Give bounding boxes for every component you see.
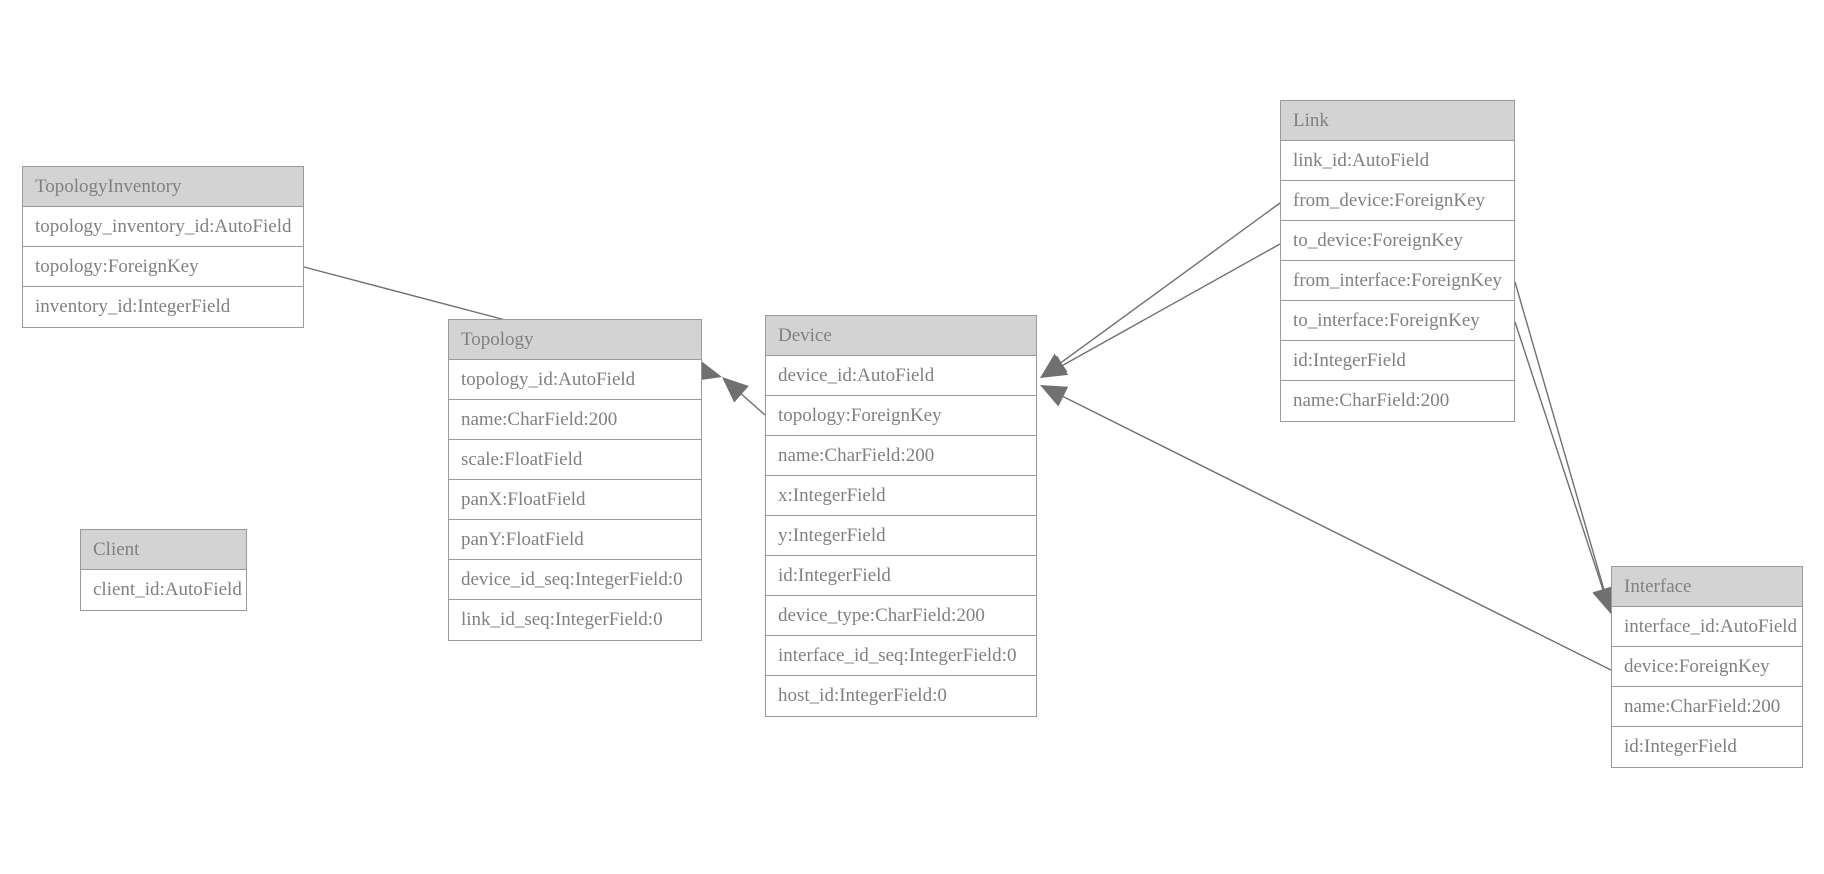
- entity-field: interface_id_seq:IntegerField:0: [766, 636, 1036, 676]
- rel-link-from-device: [1054, 202, 1281, 368]
- entity-field: device_id_seq:IntegerField:0: [449, 560, 701, 600]
- entity-field: client_id:AutoField: [81, 570, 246, 610]
- rel-device-topology-arrowhead: [722, 377, 749, 403]
- rel-interface-device: [1056, 392, 1612, 671]
- entity-field: id:IntegerField: [1281, 341, 1514, 381]
- entity-field: x:IntegerField: [766, 476, 1036, 516]
- entity-field: topology:ForeignKey: [23, 247, 303, 287]
- entity-title-interface: Interface: [1612, 567, 1802, 607]
- entity-field: from_device:ForeignKey: [1281, 181, 1514, 221]
- entity-field: link_id_seq:IntegerField:0: [449, 600, 701, 640]
- entity-field: link_id:AutoField: [1281, 141, 1514, 181]
- entity-title-client: Client: [81, 530, 246, 570]
- rel-interface-device-arrowhead: [1040, 385, 1069, 407]
- entity-title-topology: Topology: [449, 320, 701, 360]
- entity-field: panY:FloatField: [449, 520, 701, 560]
- entity-field: id:IntegerField: [1612, 727, 1802, 767]
- rel-link-to-interface: [1514, 321, 1606, 597]
- entity-field: to_interface:ForeignKey: [1281, 301, 1514, 341]
- entity-field: name:CharField:200: [1281, 381, 1514, 421]
- entity-field: device_type:CharField:200: [766, 596, 1036, 636]
- entity-field: device_id:AutoField: [766, 356, 1036, 396]
- entity-title-link: Link: [1281, 101, 1514, 141]
- rel-link-to-device: [1056, 243, 1281, 370]
- entity-field: name:CharField:200: [1612, 687, 1802, 727]
- entity-field: host_id:IntegerField:0: [766, 676, 1036, 716]
- entity-field: topology_id:AutoField: [449, 360, 701, 400]
- entity-title-topology_inventory: TopologyInventory: [23, 167, 303, 207]
- entity-field: topology_inventory_id:AutoField: [23, 207, 303, 247]
- entity-field: from_interface:ForeignKey: [1281, 261, 1514, 301]
- entity-field: inventory_id:IntegerField: [23, 287, 303, 327]
- entity-field: to_device:ForeignKey: [1281, 221, 1514, 261]
- rel-link-from-device-arrowhead: [1040, 353, 1068, 378]
- entity-field: device:ForeignKey: [1612, 647, 1802, 687]
- entity-field: id:IntegerField: [766, 556, 1036, 596]
- entity-field: panX:FloatField: [449, 480, 701, 520]
- entity-field: scale:FloatField: [449, 440, 701, 480]
- rel-link-from-interface: [1514, 281, 1607, 597]
- rel-link-to-device-arrowhead: [1040, 355, 1069, 378]
- entity-field: name:CharField:200: [449, 400, 701, 440]
- entity-field: interface_id:AutoField: [1612, 607, 1802, 647]
- entity-field: name:CharField:200: [766, 436, 1036, 476]
- entity-title-device: Device: [766, 316, 1036, 356]
- entity-field: y:IntegerField: [766, 516, 1036, 556]
- rel-device-topology: [735, 388, 766, 416]
- entity-field: topology:ForeignKey: [766, 396, 1036, 436]
